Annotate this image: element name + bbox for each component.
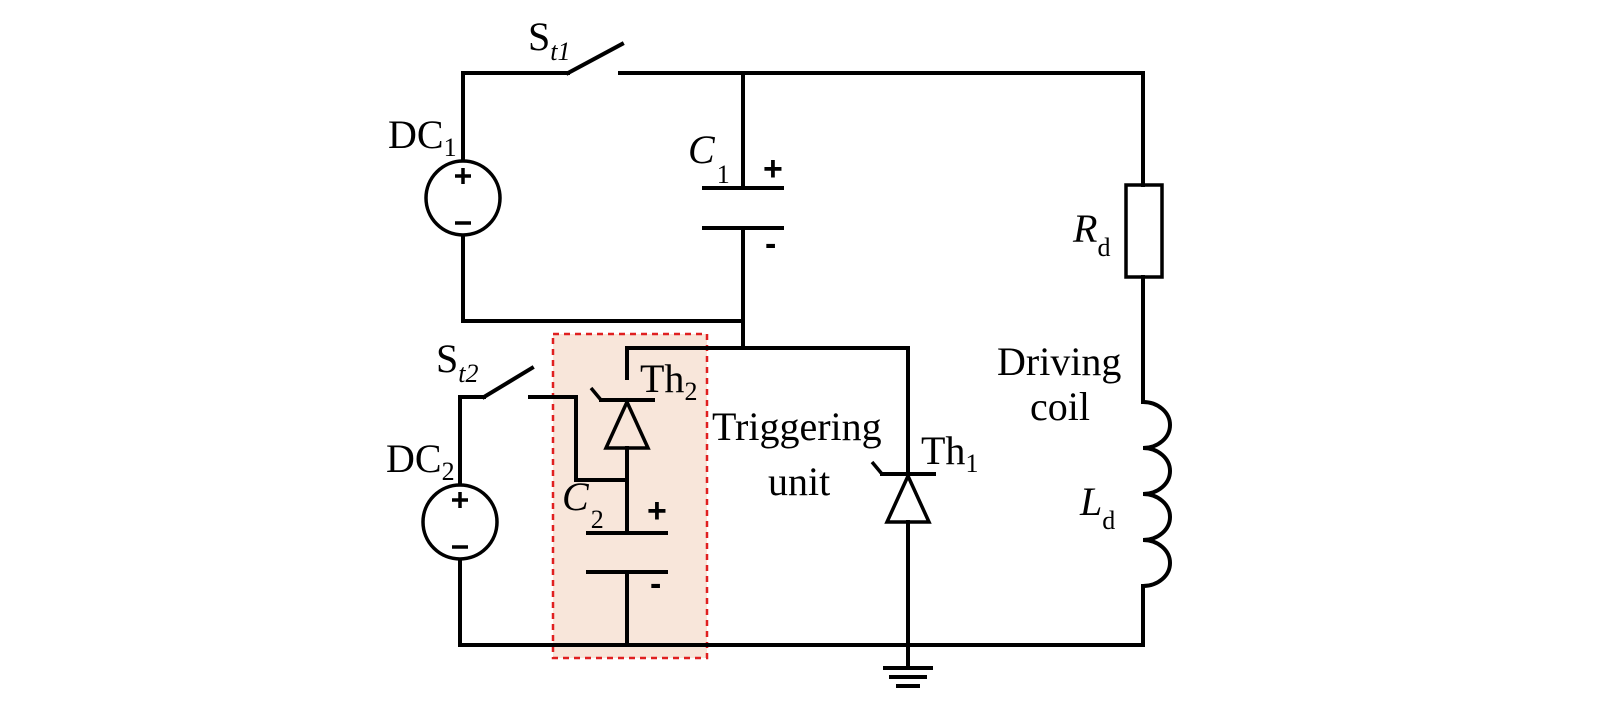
label-dc2: DC2 [386,436,455,486]
label-triggering-unit-line1: Triggering [712,404,882,449]
label-dc1: DC1 [388,112,457,162]
capacitor-c1 [702,186,784,230]
ground-symbol [883,666,933,688]
label-th1: Th1 [921,428,978,478]
label-driving-coil-line1: Driving [997,339,1121,384]
label-th2: Th2 [640,356,697,406]
label-st2: St2 [436,336,478,388]
thyristor-th1 [870,460,936,524]
switch-st1 [565,41,625,76]
label-rd: Rd [1072,206,1110,262]
c1-minus-sign: - [765,225,776,263]
label-triggering-unit-line2: unit [768,459,830,504]
capacitor-c2 [586,531,668,574]
switch-st2 [481,365,535,400]
bottom-wires [458,346,1145,670]
c1-plus-sign: + [763,150,783,188]
label-c2: C2 [562,474,604,534]
c2-minus-sign: - [650,565,661,603]
label-ld: Ld [1079,479,1115,535]
triggering-unit-highlight [551,332,709,660]
dc2-source [421,483,499,561]
dc1-source [424,159,502,237]
resistor-rd [1124,183,1164,279]
top-loop-wires [461,71,1145,350]
label-c1: C1 [688,127,730,189]
inductor-ld [1140,399,1172,589]
label-driving-coil-line2: coil [1030,384,1090,429]
c2-plus-sign: + [647,492,667,530]
label-st1: St1 [528,14,570,66]
thyristor-th2 [589,386,655,450]
